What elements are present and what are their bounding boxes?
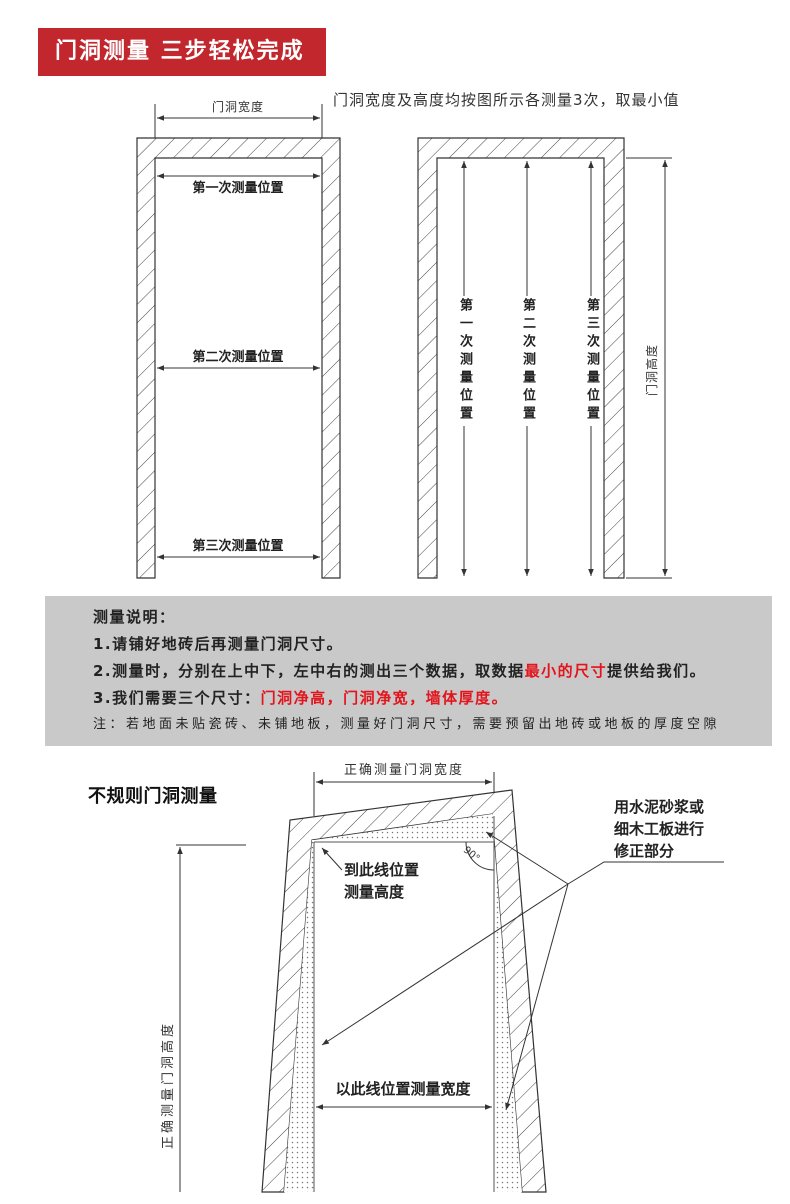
height-position-label-2: 第二次测量位置	[519, 296, 535, 426]
repair-label-line-3: 修正部分	[614, 842, 675, 860]
note-item-3: 3.我们需要三个尺寸：门洞净高，门洞净宽，墙体厚度。	[93, 689, 508, 707]
height-label-leader	[321, 847, 343, 871]
width-position-label-2: 第二次测量位置	[192, 350, 284, 365]
height-line-label-1: 到此线位置	[344, 861, 420, 879]
height-position-label-3: 第三次测量位置	[583, 296, 599, 426]
irregular-section-title: 不规则门洞测量	[88, 786, 218, 807]
measurement-notes: 测量说明： 1.请铺好地砖后再测量门洞尺寸。 2.测量时，分别在上中下，左中右的…	[45, 596, 772, 746]
height-position-label-1: 第一次测量位置	[456, 296, 472, 426]
width-dimension-label: 门洞宽度	[211, 100, 264, 114]
note-item-2-text: 2.测量时，分别在上中下，左中右的测出三个数据，取数据	[93, 662, 525, 680]
repair-leader-left	[321, 883, 569, 1046]
width-line-label: 以此线位置测量宽度	[335, 1080, 471, 1098]
note-item-1: 1.请铺好地砖后再测量门洞尺寸。	[93, 635, 344, 653]
right-angle-arc	[465, 841, 495, 871]
height-line-label-2: 测量高度	[344, 883, 405, 901]
title-banner: 门洞测量 三步轻松完成	[38, 28, 326, 76]
banner-title: 门洞测量 三步轻松完成	[55, 39, 305, 64]
width-diagram-door-frame	[136, 137, 341, 579]
note-item-3-highlight: 门洞净高，门洞净宽，墙体厚度。	[260, 689, 509, 707]
note-item-2: 2.测量时，分别在上中下，左中右的测出三个数据，取数据最小的尺寸提供给我们。	[93, 662, 706, 680]
irregular-height-dimension-label: 正确测量门洞高度	[161, 1021, 176, 1150]
repair-label-leader	[567, 861, 724, 885]
left-repair-fill	[284, 840, 314, 1192]
repair-label-line-2: 细木工板进行	[614, 820, 705, 838]
note-item-3-text: 3.我们需要三个尺寸：	[93, 689, 261, 707]
repair-label-line-1: 用水泥砂浆或	[614, 798, 705, 816]
top-repair-fill	[314, 814, 494, 842]
height-diagram-door-frame	[417, 137, 625, 579]
intro-text: 门洞宽度及高度均按图所示各测量3次，取最小值	[333, 91, 680, 109]
irregular-diagram	[176, 772, 724, 1193]
height-dimension-label: 门洞高度	[645, 344, 659, 397]
repair-leader-right	[505, 883, 569, 1111]
note-item-2-highlight: 最小的尺寸	[524, 662, 608, 680]
irregular-width-dimension-label: 正确测量门洞宽度	[343, 763, 464, 778]
repair-leader-top	[485, 831, 569, 885]
note-item-2-tail: 提供给我们。	[607, 662, 707, 680]
width-diagram	[136, 104, 341, 579]
note-remark: 注：若地面未贴瓷砖、未铺地板，测量好门洞尺寸，需要预留出地砖或地板的厚度空隙	[93, 717, 721, 732]
width-position-label-1: 第一次测量位置	[192, 181, 284, 196]
width-position-label-3: 第三次测量位置	[192, 539, 284, 554]
notes-heading: 测量说明：	[93, 608, 176, 626]
